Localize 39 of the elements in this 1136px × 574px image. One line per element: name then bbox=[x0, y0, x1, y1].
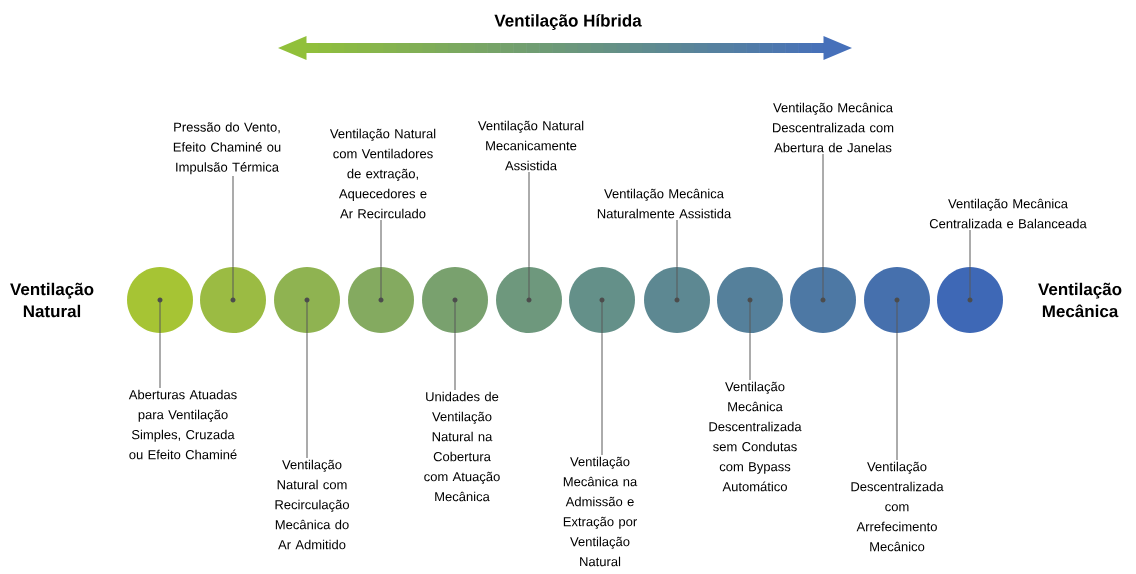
leader-line bbox=[306, 332, 308, 459]
leader-line bbox=[232, 175, 234, 268]
stage-circle bbox=[790, 267, 856, 333]
leader-line bbox=[159, 332, 161, 389]
stage-circle bbox=[274, 267, 340, 333]
leader-line bbox=[969, 229, 971, 268]
stage-circle bbox=[937, 267, 1003, 333]
annotation-text: Ventilação Mecânica Naturalmente Assistida bbox=[597, 188, 732, 219]
stage-circle bbox=[569, 267, 635, 333]
end-label: Ventilação Natural bbox=[10, 282, 94, 318]
annotation-text: Ventilação Mecânica Descentralizada com Abertura de Janelas bbox=[773, 102, 894, 153]
annotation-text: Ventilação Descentralizada com Arrefecimento Mecânico bbox=[851, 461, 944, 552]
leader-line bbox=[380, 219, 382, 268]
leader-line bbox=[822, 153, 824, 268]
stage-circle bbox=[496, 267, 562, 333]
stage-circle bbox=[127, 267, 193, 333]
annotation-text: Ventilação Natural com Recirculação Mecânica do Ar Admitido bbox=[275, 459, 349, 550]
leader-line bbox=[896, 332, 898, 461]
leader-line bbox=[601, 332, 603, 456]
annotation-text: Unidades de Ventilação Natural na Cobertura com Atuação Mecânica bbox=[424, 391, 500, 502]
stage-circle bbox=[200, 267, 266, 333]
annotation-text: Ventilação Mecânica na Admissão e Extração por Ventilação Natural bbox=[563, 456, 638, 567]
end-label: Ventilação Mecânica bbox=[1038, 282, 1122, 318]
leader-line bbox=[749, 332, 751, 381]
title: Ventilação Híbrida bbox=[494, 14, 642, 30]
annotation-text: Ventilação Natural Mecanicamente Assistida bbox=[477, 120, 584, 171]
stage-circle bbox=[864, 267, 930, 333]
annotation-text: Aberturas Atuadas para Ventilação Simples, Cruzada ou Efeito Chaminé bbox=[128, 389, 237, 460]
annotation-text: Ventilação Mecânica Descentralizada sem Condutas com Bypass Automático bbox=[709, 381, 802, 492]
stage-circle bbox=[422, 267, 488, 333]
stage-circle bbox=[644, 267, 710, 333]
annotation-text: Ventilação Natural com Ventiladores de extração, Aquecedores e Ar Recirculado bbox=[329, 128, 436, 219]
annotation-text: Pressão do Vento, Efeito Chaminé ou Impulsão Térmica bbox=[173, 122, 281, 175]
annotation-text: Ventilação Mecânica Centralizada e Balanceada bbox=[929, 198, 1087, 229]
leader-line bbox=[528, 171, 530, 268]
stage-circle bbox=[348, 267, 414, 333]
stage-circle bbox=[717, 267, 783, 333]
leader-line bbox=[454, 332, 456, 391]
leader-line bbox=[676, 219, 678, 268]
